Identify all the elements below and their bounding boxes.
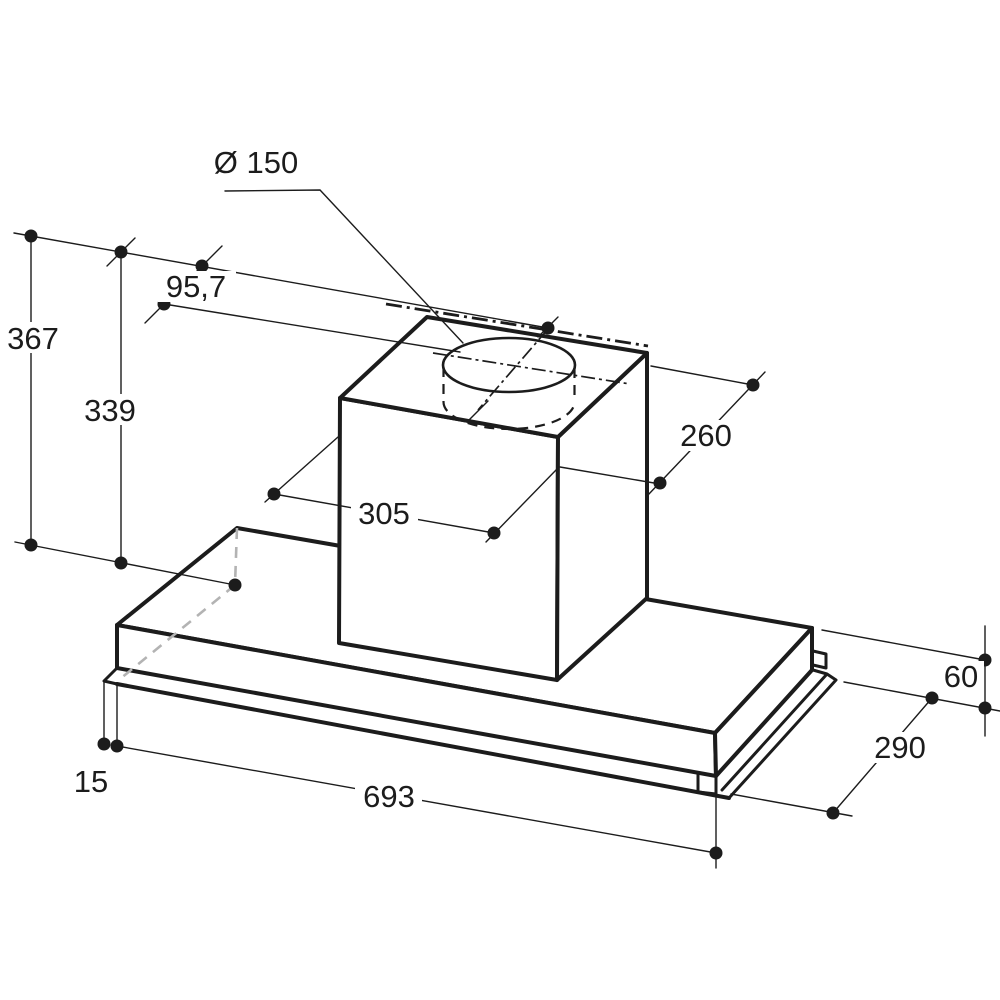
chimney-height-label: 339 <box>84 393 136 428</box>
chimney-box <box>337 315 649 682</box>
flange-offset-label: 15 <box>74 764 108 799</box>
duct-outlet <box>385 302 649 431</box>
diameter-leader <box>224 189 464 344</box>
rail-bottom-edge <box>115 682 731 800</box>
chimney-width-label: 305 <box>358 496 410 531</box>
dimension-dots <box>24 229 992 860</box>
duct-offset-label: 95,7 <box>166 269 226 304</box>
body-width-label: 693 <box>363 779 415 814</box>
body-depth-label: 290 <box>874 730 926 765</box>
ceiling-plane-line <box>385 302 649 348</box>
duct-hidden-bottom <box>442 367 576 431</box>
right-foot <box>696 771 718 796</box>
duct-centerline-cross <box>477 328 549 411</box>
chimney-front-face <box>337 396 560 682</box>
bottom-rail <box>102 649 838 800</box>
chimney-depth-label: 260 <box>680 418 732 453</box>
mounting-tab <box>811 649 828 670</box>
overall-height-label: 367 <box>7 321 59 356</box>
dim-line-15 <box>103 681 118 747</box>
duct-centerline-long <box>432 352 631 385</box>
duct-circle <box>441 336 577 394</box>
left-lip <box>102 666 119 686</box>
duct-diameter-label: Ø 150 <box>214 145 298 180</box>
centerline-tick-bottom <box>467 400 489 422</box>
body-height-label: 60 <box>944 659 978 694</box>
chimney-top-face <box>338 315 649 439</box>
dimension-labels: Ø 150 95,7 367 339 305 260 60 290 15 693 <box>2 145 984 814</box>
rail-right-flange <box>720 668 838 800</box>
hidden-edges <box>119 527 239 681</box>
